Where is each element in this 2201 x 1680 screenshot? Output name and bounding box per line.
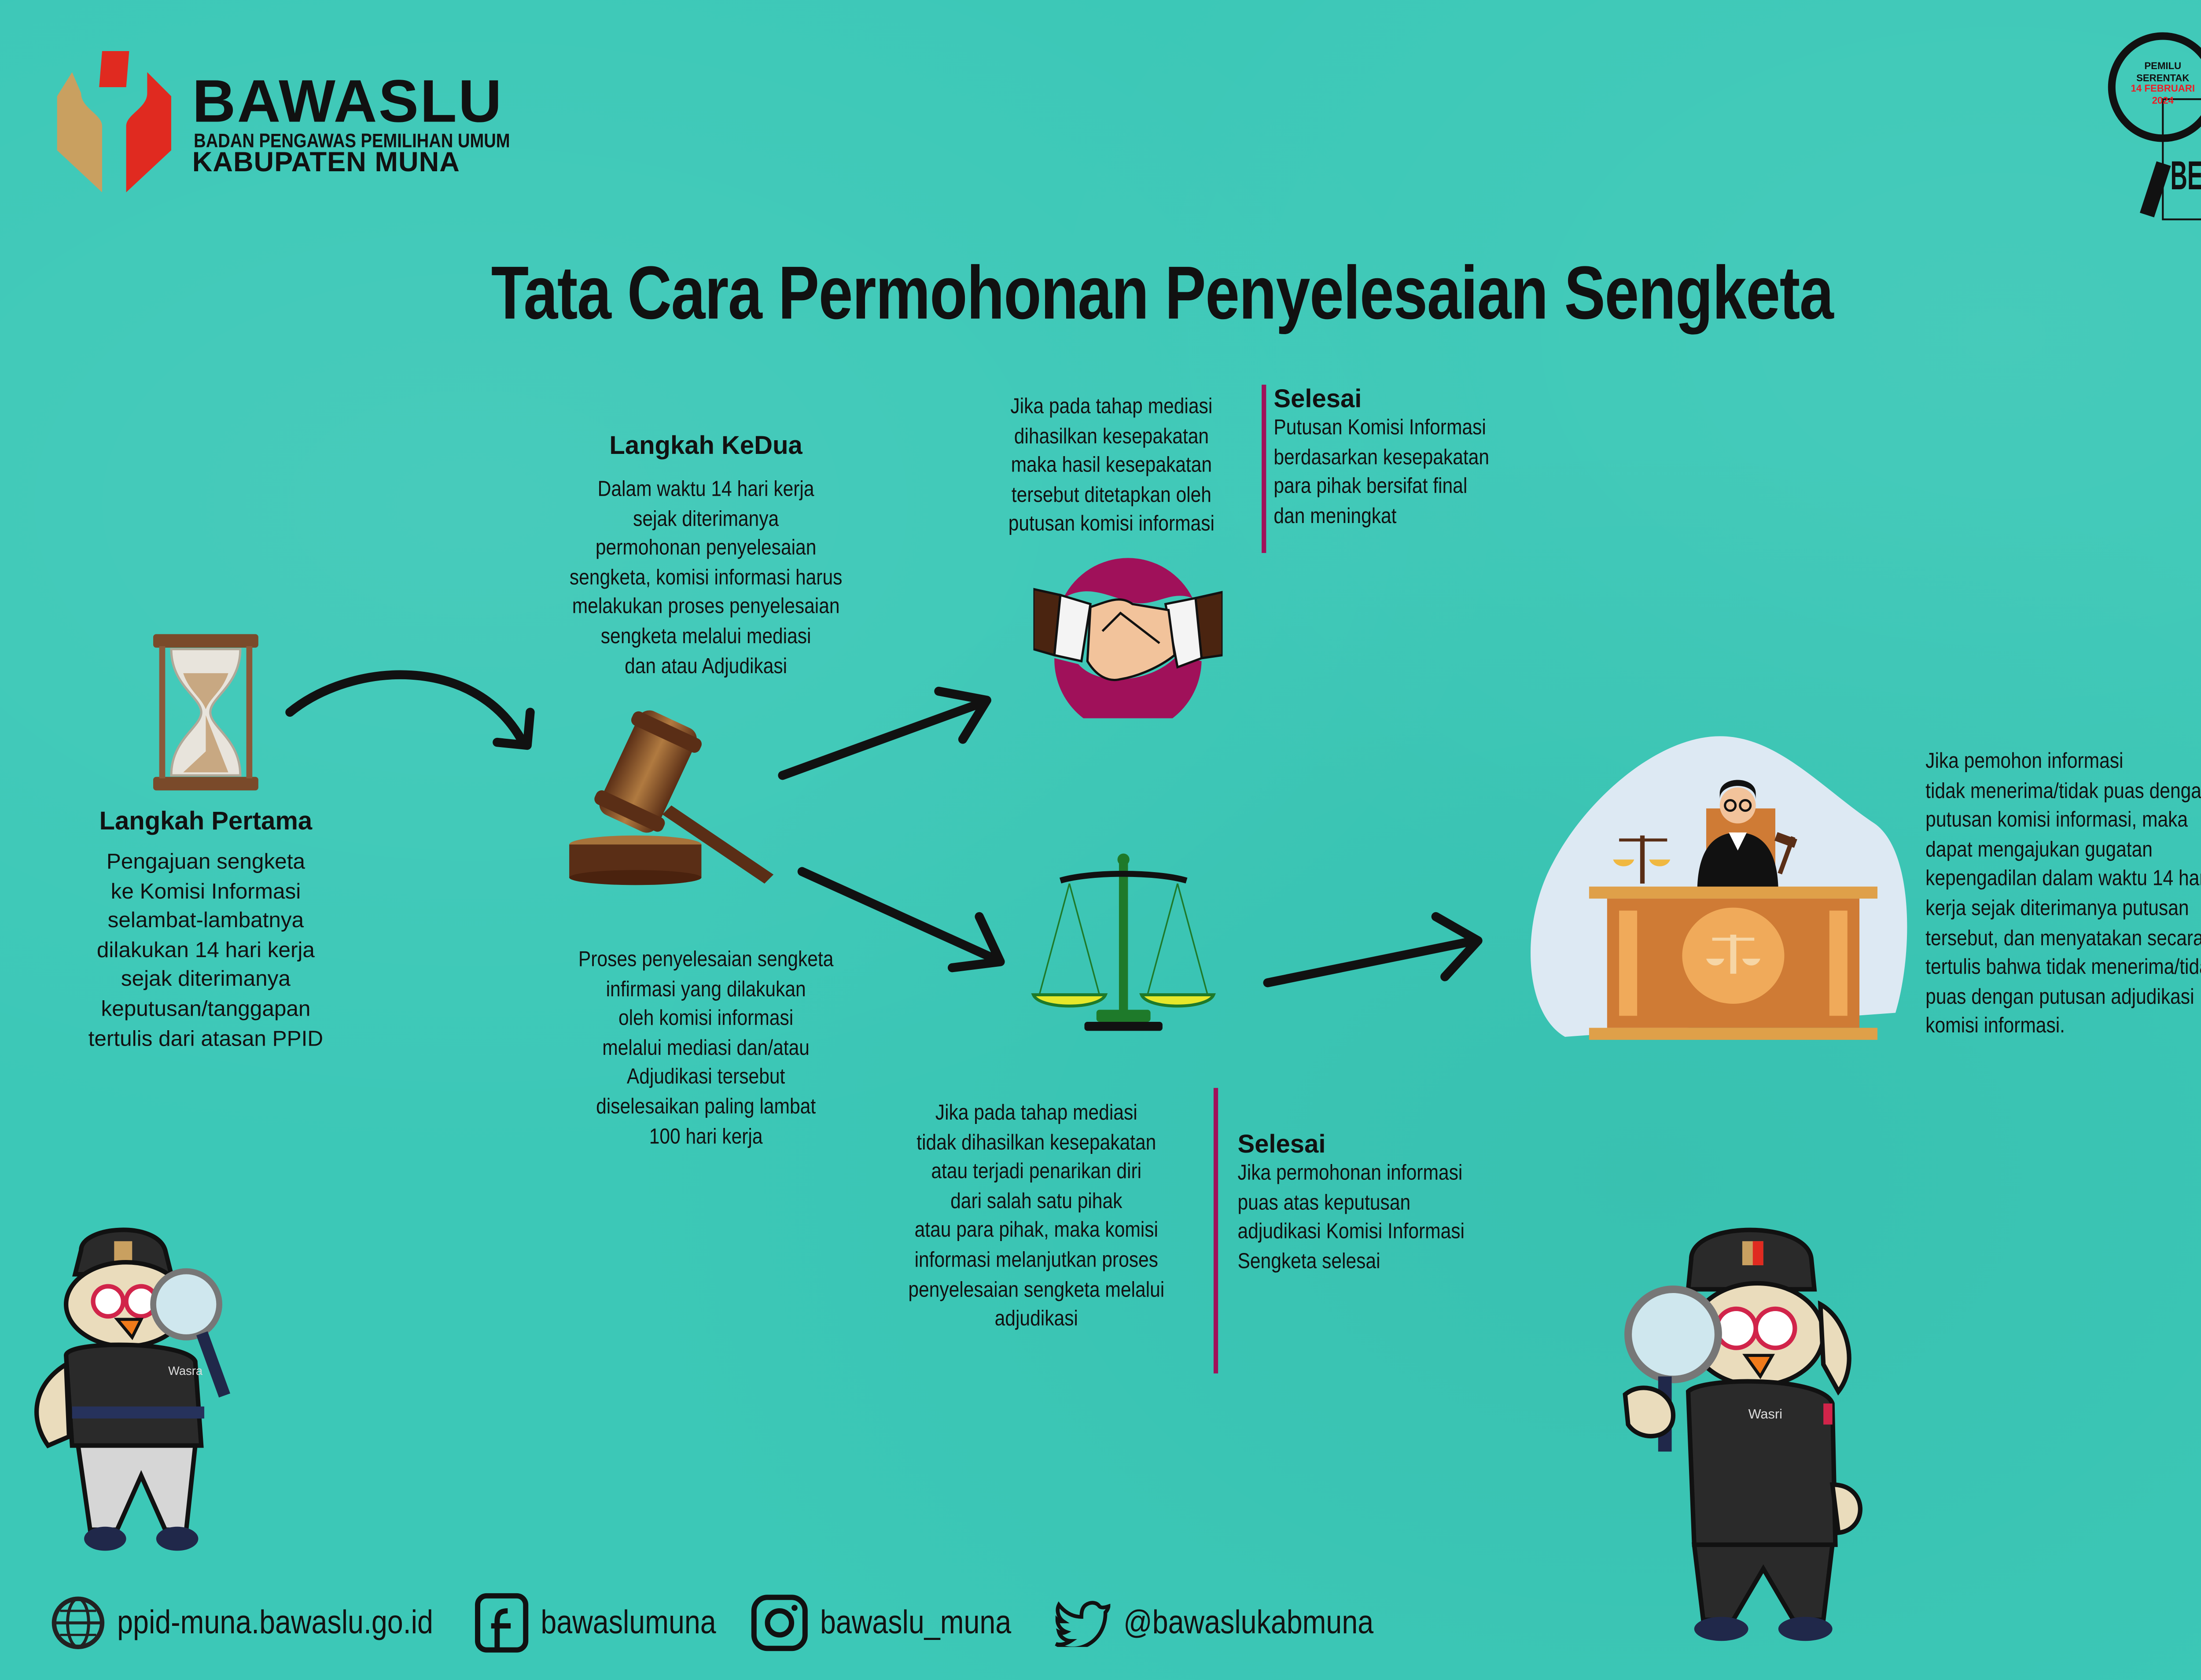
footer-facebook-label[interactable]: bawaslumuna	[541, 1603, 716, 1641]
owl-mascot-icon	[1623, 1227, 1862, 1641]
court-text: Jika pemohon informasi tidak menerima/ti…	[1925, 750, 2201, 1039]
judge-at-bench-illustration	[1531, 736, 1907, 1040]
mascot-right-badge: Wasri	[1748, 1406, 1782, 1422]
scales-of-justice-icon	[1031, 853, 1216, 1031]
step-first-text: Pengajuan sengketa ke Komisi Informasi s…	[88, 850, 324, 1051]
globe-icon	[52, 1596, 105, 1649]
twitter-icon	[1055, 1601, 1111, 1647]
bawaslu-emblem-icon	[57, 51, 171, 192]
mascot-left-badge: Wasra	[168, 1364, 203, 1378]
arrow-right-icon	[1263, 912, 1483, 987]
gavel-icon	[569, 710, 774, 885]
mascot-left: Wasra	[21, 1220, 247, 1569]
mediation-success-text: Jika pada tahap mediasi dihasilkan kesep…	[1008, 395, 1215, 537]
footer-website[interactable]: ppid-muna.bawaslu.go.id	[51, 1596, 460, 1650]
magnifier-icon	[2108, 32, 2201, 221]
curved-arrow-icon	[285, 670, 535, 750]
mediation-result-heading: Selesai	[1273, 384, 1362, 413]
footer-instagram[interactable]: bawaslu_muna	[751, 1594, 1039, 1651]
footer-twitter-label[interactable]: @bawaslukabmuna	[1123, 1603, 1374, 1641]
logo-subtitle: BADAN PENGAWAS PEMILIHAN UMUM	[194, 129, 510, 152]
mediation-result-text: Putusan Komisi Informasi berdasarkan kes…	[1273, 416, 1490, 529]
step-second-process-text: Proses penyelesaian sengketa infirmasi y…	[578, 948, 834, 1149]
adjudication-result-heading: Selesai	[1237, 1130, 1326, 1159]
logo-region: KABUPATEN MUNA	[192, 146, 460, 177]
footer-website-label[interactable]: ppid-muna.bawaslu.go.id	[117, 1603, 433, 1641]
step-first-heading: Langkah Pertama	[99, 807, 313, 836]
badge-word-bersama: BERSAMA	[2170, 153, 2201, 199]
footer-instagram-label[interactable]: bawaslu_muna	[820, 1603, 1012, 1641]
facebook-icon	[475, 1593, 529, 1653]
footer-twitter[interactable]: @bawaslukabmuna	[1054, 1599, 1424, 1647]
logo-name: BAWASLU	[192, 69, 504, 136]
step-second-heading: Langkah KeDua	[609, 431, 802, 460]
mascot-right: Wasri	[1613, 1214, 1868, 1650]
handshake-icon	[1033, 558, 1223, 718]
adjudication-result: Selesai Jika permohonan informasi puas a…	[1237, 1130, 1538, 1278]
owl-mascot-icon	[34, 1227, 231, 1551]
arrow-up-right-icon	[778, 686, 991, 780]
step-second-text: Dalam waktu 14 hari kerja sejak diterima…	[569, 478, 843, 679]
hourglass-icon	[153, 634, 258, 791]
ayo-awasi-bersama-badge: PEMILU SERENTAK 14 FEBRUARI 2024 AYO AWA…	[2100, 27, 2201, 222]
badge-serentak: SERENTAK	[2136, 73, 2190, 84]
mediation-result: Selesai Putusan Komisi Informasi berdasa…	[1273, 385, 1574, 533]
divider-top	[1262, 384, 1266, 553]
adjudication-result-text: Jika permohonan informasi puas atas kepu…	[1237, 1161, 1465, 1274]
divider-bottom	[1213, 1088, 1218, 1374]
page-title: Tata Cara Permohonan Penyelesaian Sengke…	[491, 251, 1834, 335]
arrow-down-right-icon	[797, 867, 1005, 973]
footer-facebook[interactable]: bawaslumuna	[475, 1593, 736, 1653]
instagram-icon	[751, 1595, 808, 1651]
badge-date: 14 FEBRUARI	[2131, 84, 2195, 95]
badge-pemilu: PEMILU	[2144, 61, 2182, 72]
badge-year: 2024	[2152, 95, 2174, 106]
footer-contacts: ppid-muna.bawaslu.go.id bawaslumuna bawa…	[51, 1593, 1424, 1653]
adjudication-text: Jika pada tahap mediasi tidak dihasilkan…	[908, 1101, 1165, 1332]
